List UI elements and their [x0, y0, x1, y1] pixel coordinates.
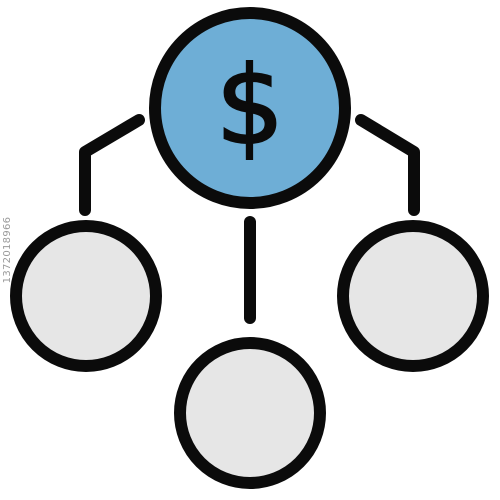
- bottom-node-circle: [174, 337, 326, 489]
- left-connector: [79, 114, 145, 216]
- hub-circle: [149, 7, 351, 209]
- left-node-circle: [10, 220, 162, 372]
- right-node-circle: [337, 220, 489, 372]
- watermark-id-text: 1372018966: [2, 216, 13, 284]
- connectors: [79, 114, 420, 324]
- right-connector: [355, 114, 420, 216]
- dollar-hub: $: [149, 7, 351, 209]
- dollar-sign-icon: $: [216, 44, 285, 169]
